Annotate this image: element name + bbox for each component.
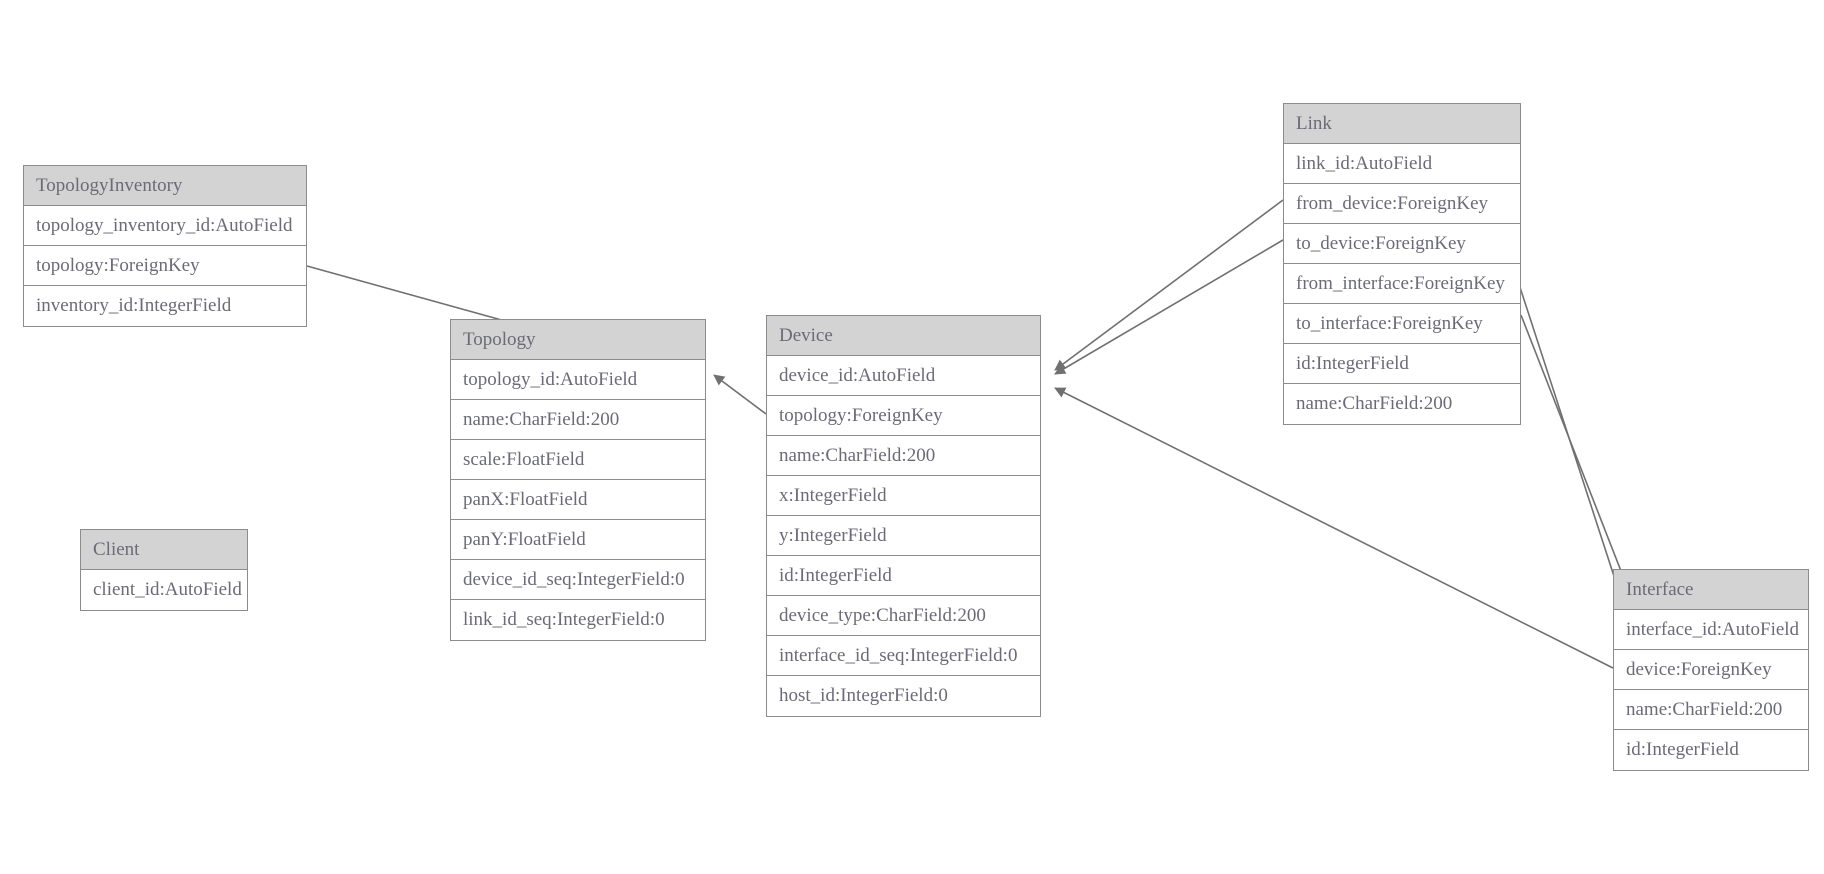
entity-title-topology_inventory: TopologyInventory — [24, 166, 306, 206]
entity-field[interactable]: inventory_id:IntegerField — [24, 286, 306, 326]
entity-field[interactable]: to_device:ForeignKey — [1284, 224, 1520, 264]
entity-field[interactable]: from_device:ForeignKey — [1284, 184, 1520, 224]
entity-field[interactable]: device_type:CharField:200 — [767, 596, 1040, 636]
entity-field[interactable]: name:CharField:200 — [451, 400, 705, 440]
rel-link-to-device — [1054, 239, 1284, 375]
rel-device-topology — [713, 374, 767, 415]
entity-field[interactable]: scale:FloatField — [451, 440, 705, 480]
entity-field[interactable]: name:CharField:200 — [1614, 690, 1808, 730]
entity-field[interactable]: device_id:AutoField — [767, 356, 1040, 396]
entity-title-interface: Interface — [1614, 570, 1808, 610]
entity-field[interactable]: device_id_seq:IntegerField:0 — [451, 560, 705, 600]
entity-field[interactable]: client_id:AutoField — [81, 570, 247, 610]
rel-link-from-interface — [1515, 274, 1628, 611]
entity-field[interactable]: id:IntegerField — [767, 556, 1040, 596]
entity-field[interactable]: host_id:IntegerField:0 — [767, 676, 1040, 716]
entity-field[interactable]: link_id:AutoField — [1284, 144, 1520, 184]
entity-field[interactable]: link_id_seq:IntegerField:0 — [451, 600, 705, 640]
entity-field[interactable]: interface_id:AutoField — [1614, 610, 1808, 650]
entity-field[interactable]: to_interface:ForeignKey — [1284, 304, 1520, 344]
entity-field[interactable]: topology_inventory_id:AutoField — [24, 206, 306, 246]
entity-field[interactable]: panY:FloatField — [451, 520, 705, 560]
entity-title-topology: Topology — [451, 320, 705, 360]
entity-field[interactable]: interface_id_seq:IntegerField:0 — [767, 636, 1040, 676]
entity-field[interactable]: id:IntegerField — [1284, 344, 1520, 384]
entity-field[interactable]: y:IntegerField — [767, 516, 1040, 556]
entity-title-device: Device — [767, 316, 1040, 356]
entity-field[interactable]: name:CharField:200 — [1284, 384, 1520, 424]
rel-link-from-device — [1054, 199, 1284, 371]
rel-link-to-interface — [1520, 314, 1639, 613]
rel-interface-device — [1054, 387, 1614, 669]
entity-field[interactable]: device:ForeignKey — [1614, 650, 1808, 690]
entity-title-link: Link — [1284, 104, 1520, 144]
entity-field[interactable]: panX:FloatField — [451, 480, 705, 520]
entity-field[interactable]: x:IntegerField — [767, 476, 1040, 516]
entity-field[interactable]: topology:ForeignKey — [767, 396, 1040, 436]
entity-field[interactable]: topology_id:AutoField — [451, 360, 705, 400]
entity-field[interactable]: name:CharField:200 — [767, 436, 1040, 476]
entity-title-client: Client — [81, 530, 247, 570]
entity-field[interactable]: topology:ForeignKey — [24, 246, 306, 286]
entity-field[interactable]: id:IntegerField — [1614, 730, 1808, 770]
entity-field[interactable]: from_interface:ForeignKey — [1284, 264, 1520, 304]
